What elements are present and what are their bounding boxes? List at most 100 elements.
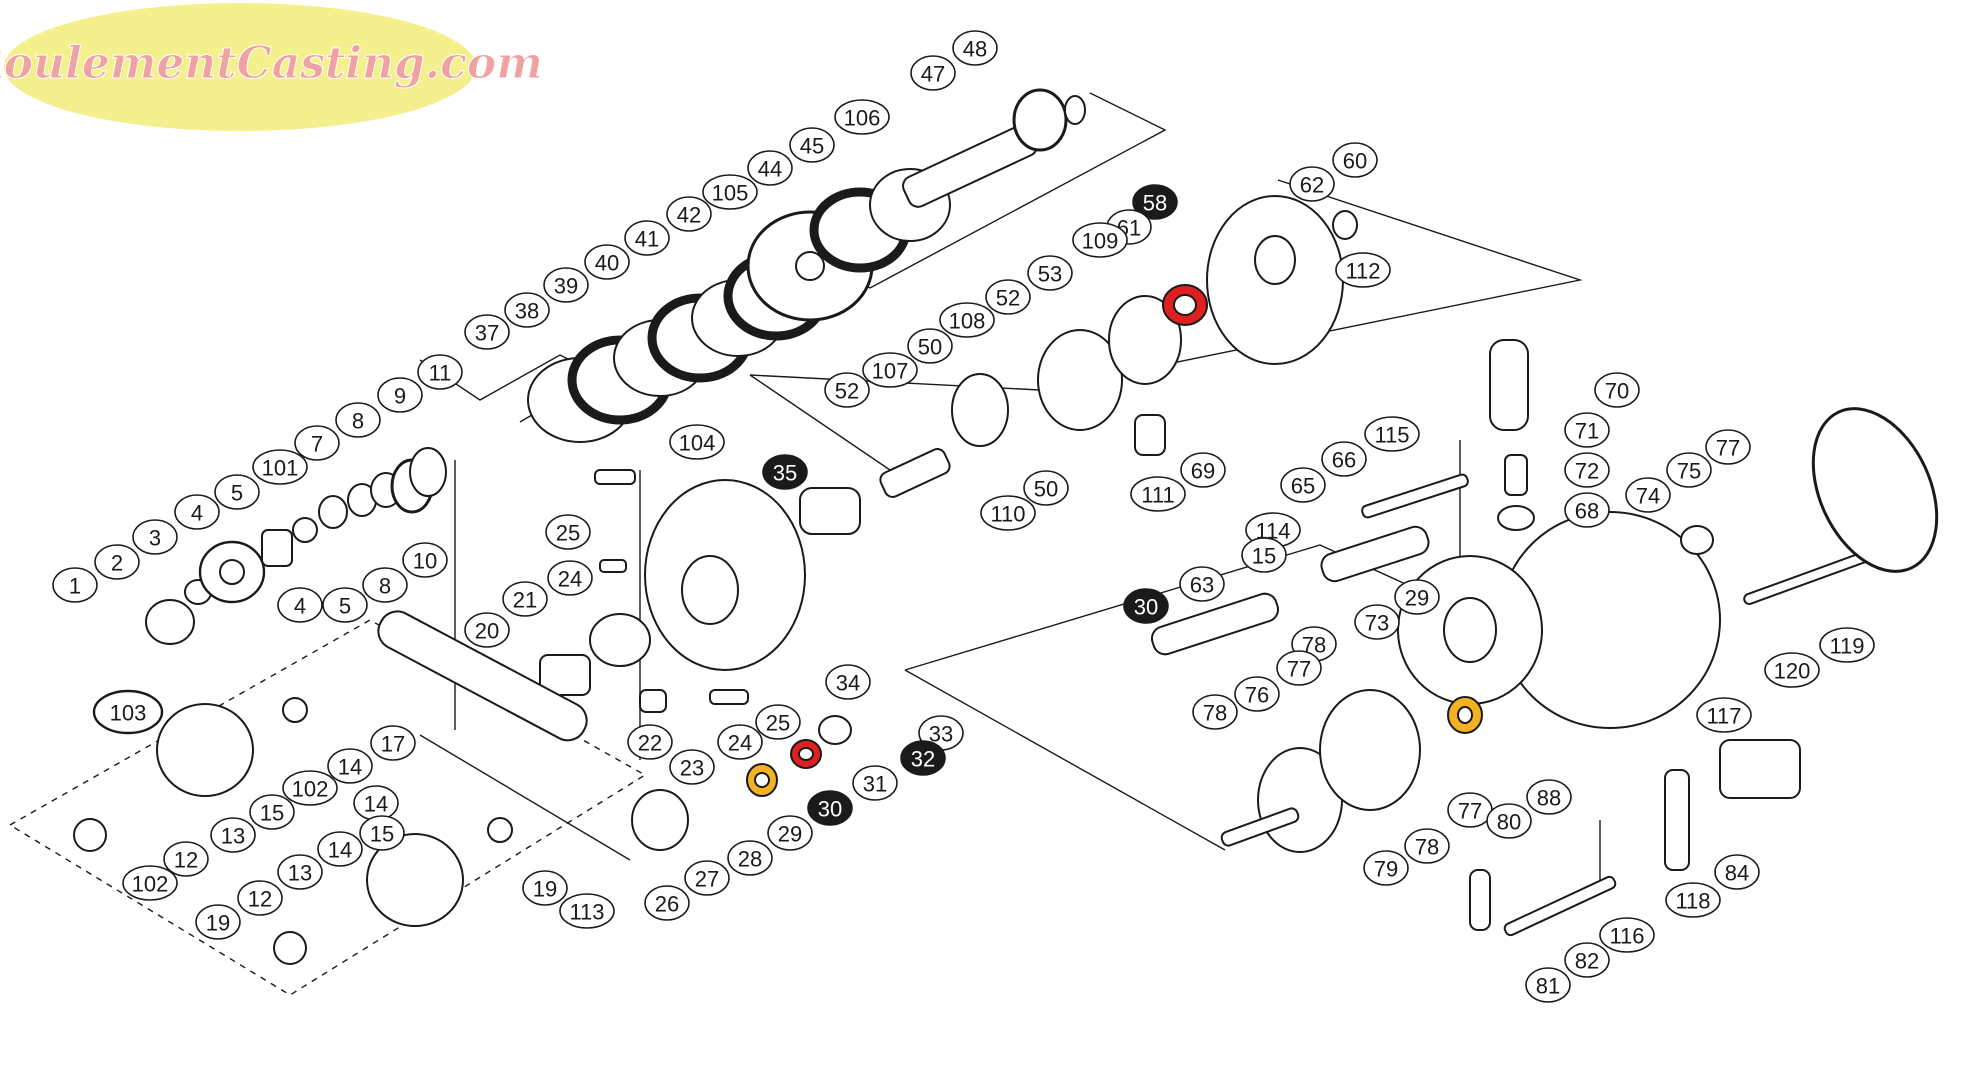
callout-bubble (789, 127, 835, 163)
callout-103: 103 (92, 689, 164, 735)
callout-bubble (1564, 492, 1610, 528)
callout-number: 34 (836, 671, 860, 696)
callout-bubble (684, 860, 730, 896)
callout-number: 60 (1343, 149, 1367, 174)
part-pinion-gear (1012, 88, 1068, 152)
callout-11: 11 (417, 354, 463, 390)
callout-118: 118 (1665, 882, 1721, 918)
callout-bubble (1404, 828, 1450, 864)
callout-number: 53 (1038, 262, 1062, 287)
callout-bubble (584, 244, 630, 280)
callout-108: 108 (939, 302, 995, 338)
callout-number: 52 (835, 379, 859, 404)
callout-number: 68 (1575, 499, 1599, 524)
callout-62: 62 (1289, 166, 1335, 202)
callout-number: 30 (818, 797, 842, 822)
callout-113: 113 (559, 893, 615, 929)
callout-bubble (1564, 452, 1610, 488)
callout-bubble (174, 494, 220, 530)
callout-number: 23 (680, 756, 704, 781)
callout-3: 3 (132, 519, 178, 555)
part-pin (1469, 869, 1491, 931)
callout-bubble (644, 885, 690, 921)
callout-77: 77 (1705, 429, 1751, 465)
callout-bubble (910, 55, 956, 91)
callout-14: 14 (317, 831, 363, 867)
callout-bubble (1696, 697, 1752, 733)
callout-number: 15 (1252, 544, 1276, 569)
callout-78: 78 (1404, 828, 1450, 864)
callout-bubble (1289, 166, 1335, 202)
callout-number: 5 (231, 481, 243, 506)
callout-bubble (464, 612, 510, 648)
callout-number: 44 (758, 157, 782, 182)
callout-number: 79 (1374, 857, 1398, 882)
bearing-highlights (746, 284, 1483, 797)
part-line-ring (1811, 407, 1939, 573)
callout-bubble (852, 765, 898, 801)
part-spool-shaft (1220, 807, 1300, 847)
callout-bubble (669, 749, 715, 785)
part-spool-flange (1319, 689, 1421, 811)
callout-number: 26 (655, 892, 679, 917)
callout-bubble (1525, 967, 1571, 1003)
part-handle-bushing (1680, 525, 1714, 555)
callout-number: 38 (515, 299, 539, 324)
callout-102: 102 (282, 770, 338, 806)
callout-14: 14 (327, 748, 373, 784)
parts-layer (73, 88, 1939, 965)
callout-37: 37 (464, 314, 510, 350)
part-pinion-shaft (539, 654, 591, 696)
callout-number: 62 (1300, 173, 1324, 198)
part-screw (594, 469, 636, 485)
callout-bubble (547, 560, 593, 596)
callout-bubble (627, 724, 673, 760)
callout-number: 72 (1575, 459, 1599, 484)
part-screw (599, 559, 627, 573)
callout-bubble (502, 581, 548, 617)
part-screw (639, 689, 667, 713)
callout-bubble (317, 831, 363, 867)
callout-number: 47 (921, 62, 945, 87)
callout-number: 4 (294, 594, 306, 619)
callout-number: 52 (996, 286, 1020, 311)
part-pinion (589, 613, 651, 667)
callout-104: 104 (669, 424, 725, 460)
bearing-orange-30 (746, 763, 778, 797)
callout-bubble (1130, 476, 1186, 512)
callout-number: 77 (1287, 657, 1311, 682)
callout-bubble (1332, 142, 1378, 178)
callout-27: 27 (684, 860, 730, 896)
callout-bubble (1363, 850, 1409, 886)
callout-number: 22 (638, 731, 662, 756)
callout-21: 21 (502, 581, 548, 617)
callout-bubble (862, 352, 918, 388)
bearing-orange-30 (1447, 696, 1483, 734)
part-star-drag-hub (219, 559, 245, 585)
callout-bubble (52, 567, 98, 603)
callout-53: 53 (1027, 255, 1073, 291)
callout-bubble (132, 519, 178, 555)
callout-number: 101 (262, 456, 299, 481)
callout-number: 78 (1415, 835, 1439, 860)
callout-117: 117 (1696, 697, 1752, 733)
callout-number: 24 (558, 567, 582, 592)
callout-bubble (277, 854, 323, 890)
callout-number: 20 (475, 619, 499, 644)
callout-116: 116 (1599, 917, 1655, 953)
callout-bubble (322, 587, 368, 623)
callout-number: 110 (990, 502, 1025, 527)
part-pinion-shaft (879, 448, 951, 498)
callout-bubble (1764, 652, 1820, 688)
callout-15: 15 (249, 794, 295, 830)
callout-number: 76 (1245, 683, 1269, 708)
callout-number: 19 (533, 877, 557, 902)
callout-13: 13 (210, 817, 256, 853)
callout-bubble (1564, 942, 1610, 978)
callout-50: 50 (907, 328, 953, 364)
callout-bubble (122, 865, 178, 901)
callout-bubble (717, 724, 763, 760)
callout-bubble (900, 740, 946, 776)
